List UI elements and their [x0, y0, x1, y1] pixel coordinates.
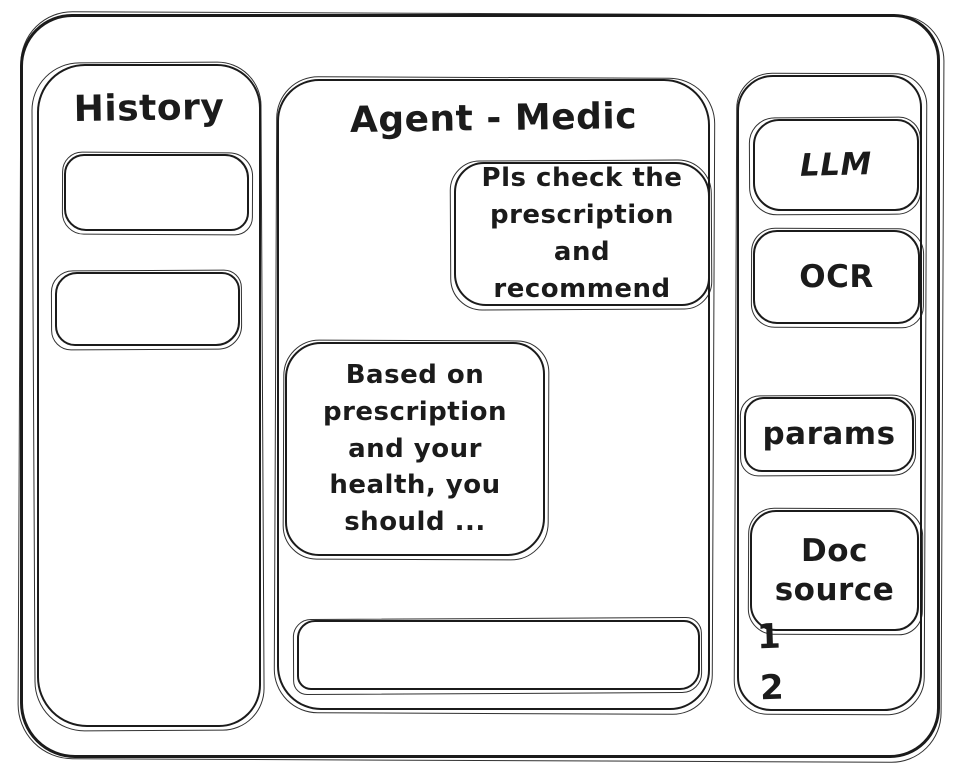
params-button[interactable]: params [744, 397, 914, 472]
chat-input[interactable] [299, 622, 698, 688]
params-button-label: params [762, 416, 896, 453]
history-item[interactable] [64, 154, 249, 231]
assistant-message-bubble: Based on prescription and your health, y… [285, 342, 545, 556]
user-message-bubble: Pls check the prescription and recommend [454, 162, 710, 306]
tools-panel: LLM OCR params Doc source 1 2 [737, 75, 922, 711]
chat-title: Agent - Medic [349, 95, 638, 142]
llm-button[interactable]: LLM [753, 119, 919, 211]
history-title: History [73, 86, 225, 131]
assistant-message-text: Based on prescription and your health, y… [322, 359, 507, 538]
chat-panel: Agent - Medic Pls check the prescription… [277, 79, 710, 710]
user-message-text: Pls check the prescription and recommend [481, 163, 683, 304]
history-item[interactable] [55, 272, 240, 346]
llm-button-label: LLM [799, 145, 873, 184]
chat-input-box[interactable] [297, 620, 700, 690]
doc-source-item-1[interactable]: 1 [756, 616, 782, 658]
doc-source-item-2[interactable]: 2 [759, 667, 785, 709]
doc-source-button[interactable]: Doc source [750, 510, 919, 631]
ocr-button[interactable]: OCR [753, 230, 920, 324]
doc-source-button-label: Doc source [774, 532, 895, 608]
ocr-button-label: OCR [799, 258, 874, 295]
history-panel: History [37, 64, 261, 727]
